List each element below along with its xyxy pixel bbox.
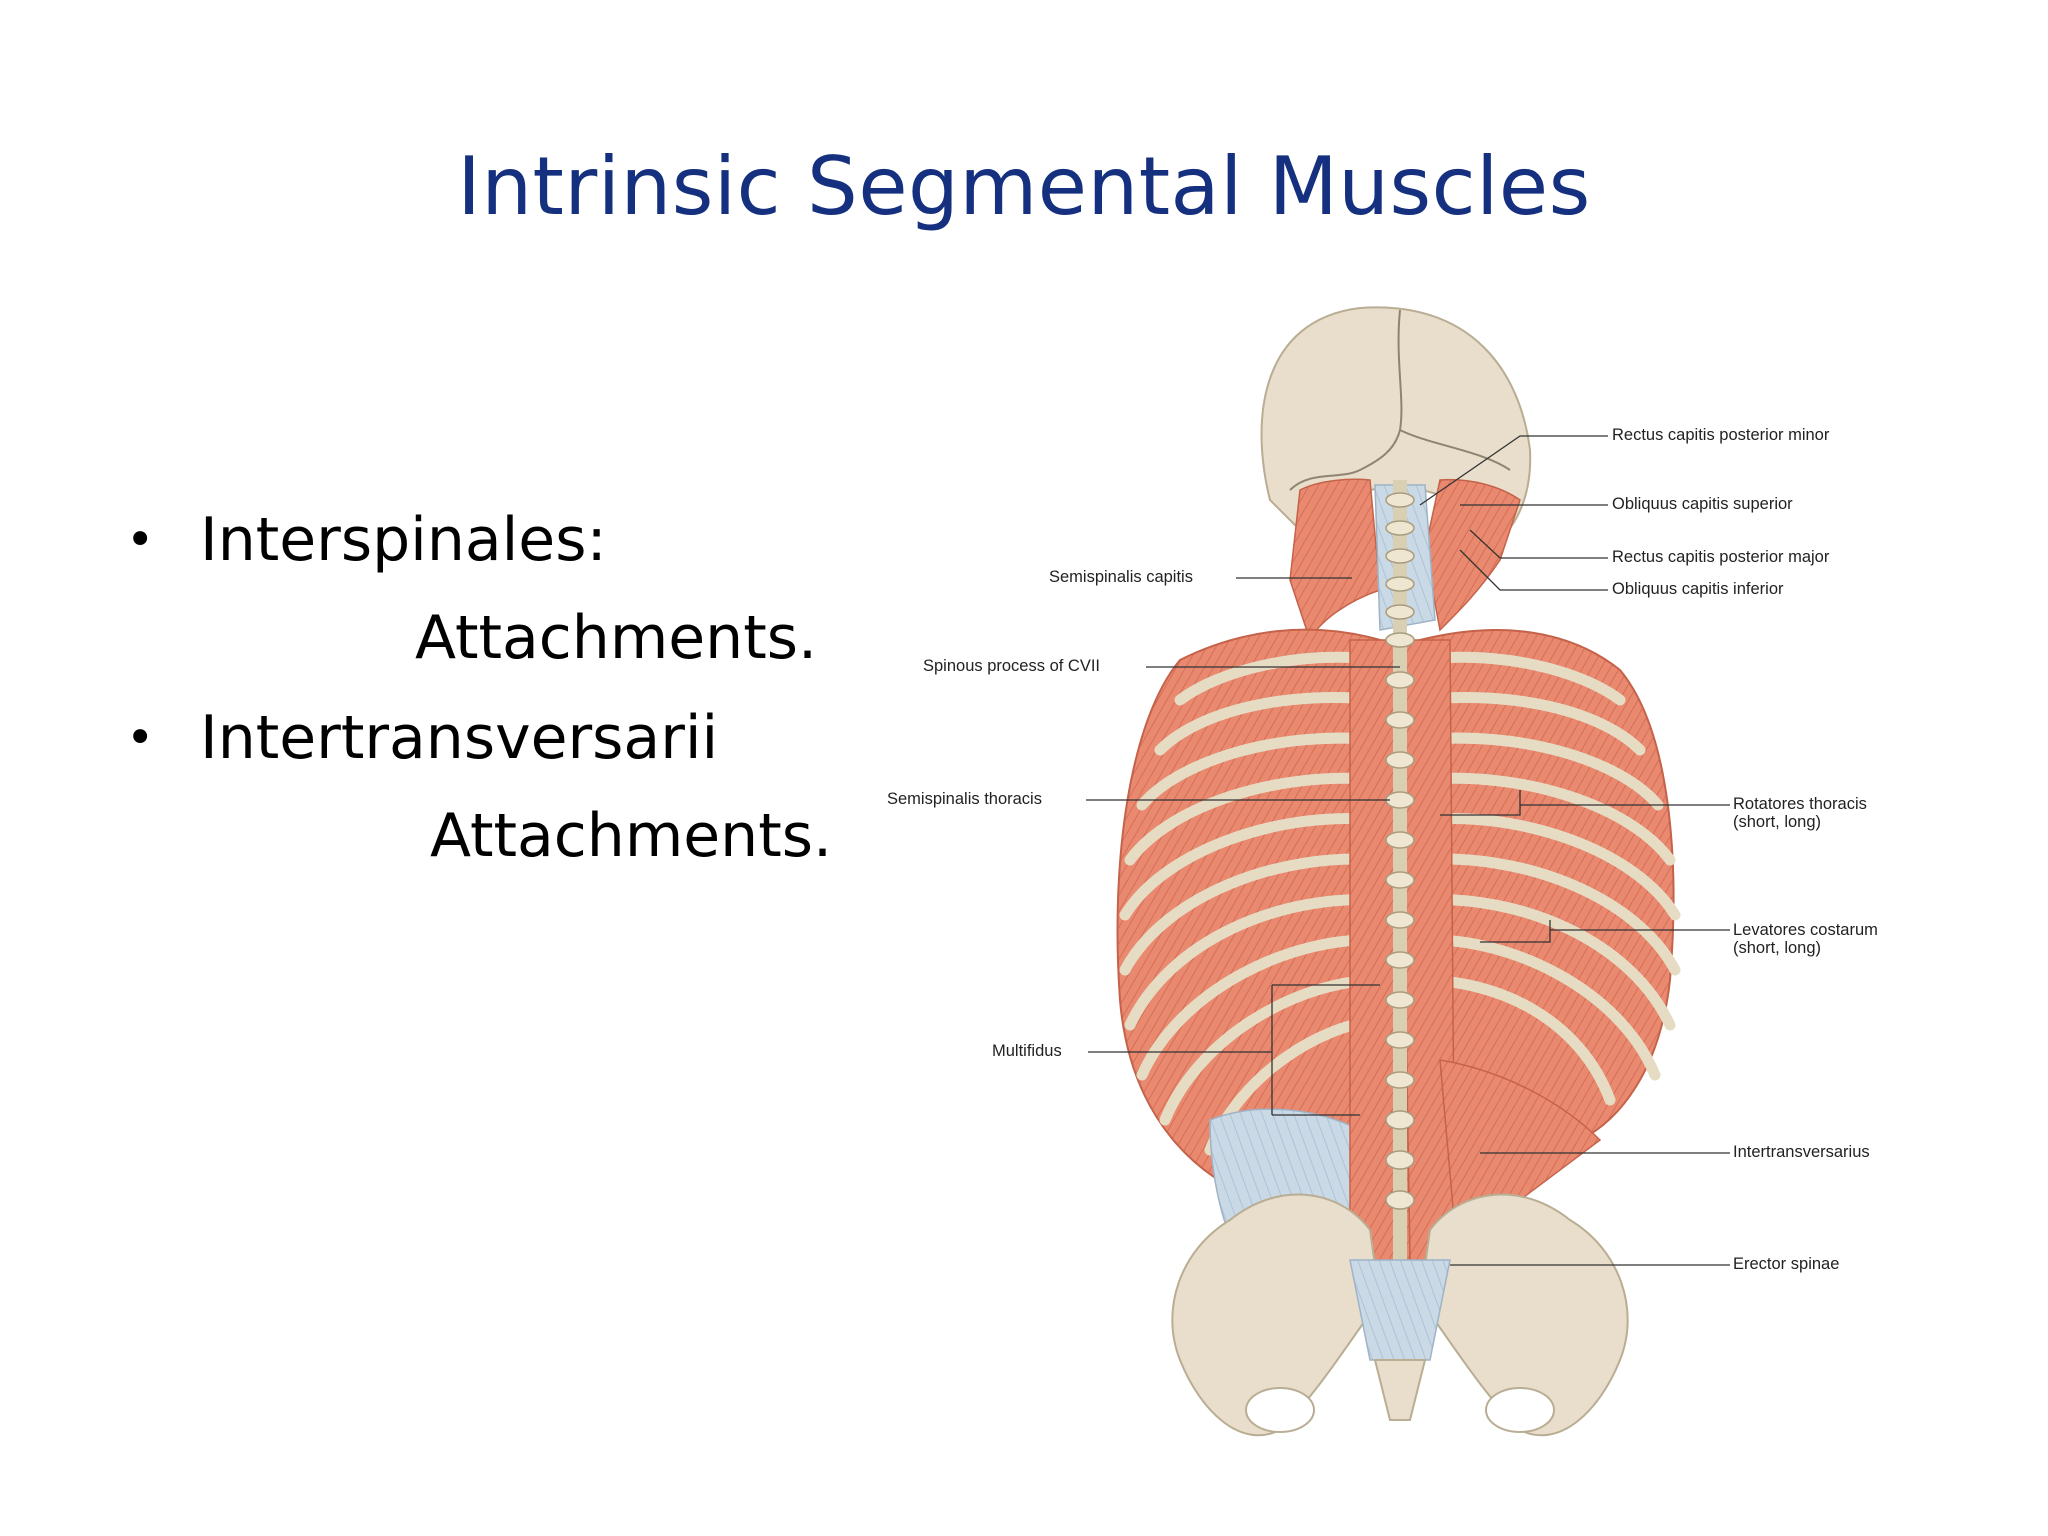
bullet-label: Intertransversarii — [200, 703, 719, 773]
leader-lines — [1086, 435, 1730, 1266]
label-obliquus-inferior: Obliquus capitis inferior — [1612, 580, 1784, 598]
label-rectus-minor: Rectus capitis posterior minor — [1612, 426, 1830, 444]
label-levatores-costarum: Levatores costarum — [1733, 921, 1878, 939]
label-erector-spinae: Erector spinae — [1733, 1255, 1840, 1273]
label-levatores-sub: (short, long) — [1733, 939, 1822, 957]
bullet-subtext: Attachments. — [430, 801, 833, 871]
bullet-subtext: Attachments. — [415, 603, 818, 673]
label-multifidus: Multifidus — [992, 1042, 1062, 1060]
label-rotatores-thoracis: Rotatores thoracis — [1733, 795, 1867, 813]
label-rectus-major: Rectus capitis posterior major — [1612, 548, 1830, 566]
back-muscles-illustration — [1086, 306, 1730, 1437]
bullet-symbol: • — [126, 710, 155, 766]
anatomy-figure: Semispinalis capitis Spinous process of … — [880, 300, 1930, 1480]
label-semispinalis-thoracis: Semispinalis thoracis — [887, 790, 1042, 808]
vertebral-column — [1385, 480, 1415, 1260]
label-spinous-process: Spinous process of CVII — [923, 657, 1101, 675]
label-intertransversarius: Intertransversarius — [1733, 1143, 1870, 1161]
slide-title: Intrinsic Segmental Muscles — [457, 140, 1591, 233]
label-semispinalis-capitis: Semispinalis capitis — [1049, 568, 1193, 586]
label-obliquus-superior: Obliquus capitis superior — [1612, 495, 1793, 513]
bullet-label: Interspinales: — [200, 505, 607, 575]
label-rotatores-sub: (short, long) — [1733, 813, 1822, 831]
bullet-symbol: • — [126, 512, 155, 568]
